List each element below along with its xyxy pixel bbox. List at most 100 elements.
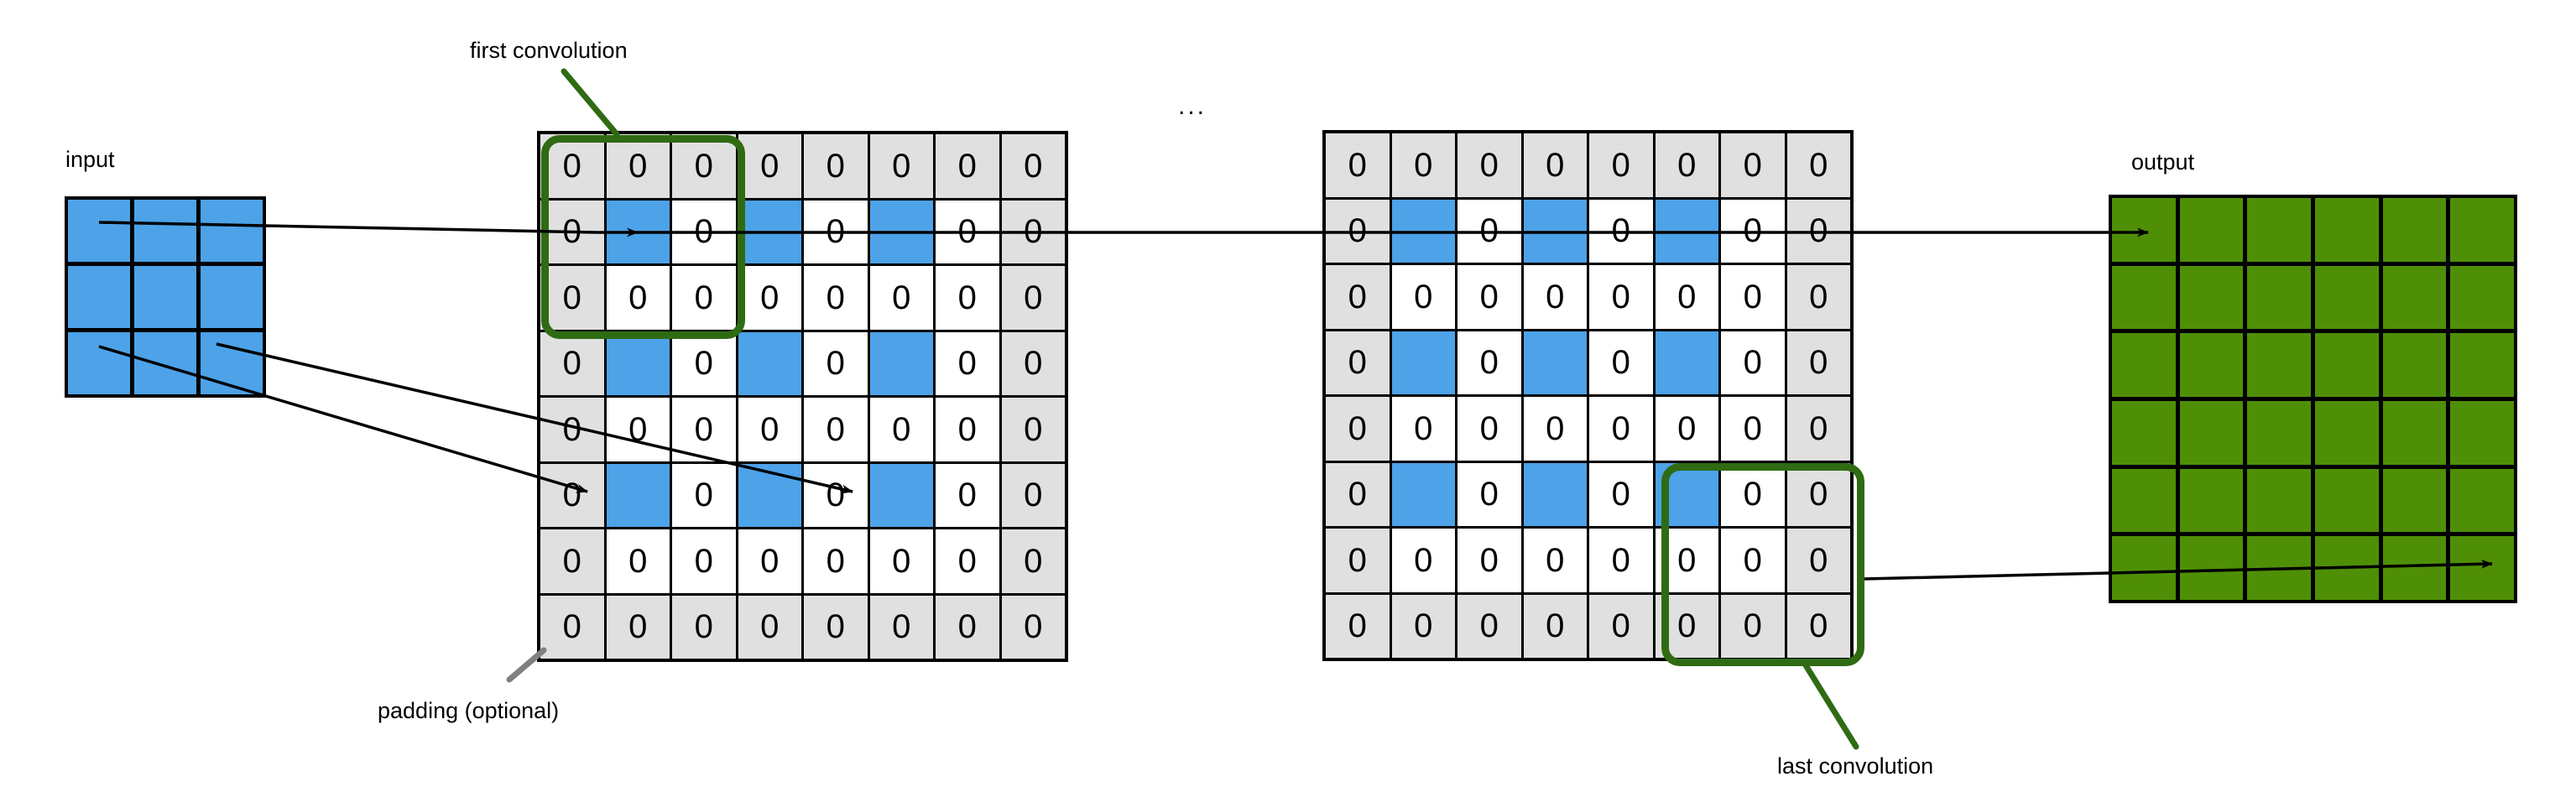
feature-map-2-cell-r3-c5: [1655, 331, 1718, 394]
feature-map-1-cell-r5-c1: [606, 463, 670, 527]
feature-map-2-cell-r6-c1: 0: [1391, 529, 1455, 592]
feature-map-1-cell-r1-c5: [869, 200, 933, 263]
output-cell-r3-c0: [2112, 400, 2176, 465]
feature-map-1-cell-r7-c5: 0: [869, 595, 933, 659]
feature-map-1-cell-r3-c0: 0: [540, 331, 604, 395]
feature-map-1-cell-r3-c6: 0: [936, 331, 999, 395]
feature-map-1-cell-r6-c5: 0: [869, 529, 933, 593]
feature-map-1-cell-r3-c2: 0: [672, 331, 736, 395]
output-cell-r5-c1: [2179, 536, 2244, 600]
feature-map-1-cell-r7-c7: 0: [1001, 595, 1065, 659]
feature-map-2-cell-r2-c6: 0: [1721, 265, 1785, 329]
input-grid: [65, 196, 266, 398]
output-cell-r2-c5: [2450, 333, 2514, 397]
feature-map-2-cell-r5-c0: 0: [1326, 462, 1390, 526]
feature-map-1-cell-r6-c0: 0: [540, 529, 604, 593]
feature-map-1-cell-r5-c5: [869, 463, 933, 527]
feature-map-2-cell-r7-c2: 0: [1457, 594, 1521, 658]
feature-map-2-cell-r0-c7: 0: [1786, 133, 1850, 197]
feature-map-1-cell-r3-c4: 0: [804, 331, 868, 395]
feature-map-2-cell-r0-c3: 0: [1523, 133, 1587, 197]
feature-map-1-cell-r7-c4: 0: [804, 595, 868, 659]
output-cell-r3-c3: [2314, 400, 2379, 465]
feature-map-1-cell-r1-c2: 0: [672, 200, 736, 263]
feature-map-2-cell-r1-c2: 0: [1457, 199, 1521, 263]
output-cell-r3-c5: [2450, 400, 2514, 465]
output-cell-r4-c2: [2247, 468, 2311, 533]
input-cell-r1-c1: [134, 266, 196, 328]
feature-map-2-cell-r1-c6: 0: [1721, 199, 1785, 263]
feature-map-2-cell-r4-c5: 0: [1655, 397, 1718, 461]
feature-map-2-cell-r7-c5: 0: [1655, 594, 1718, 658]
output-label: output: [2131, 149, 2195, 175]
feature-map-1-cell-r1-c7: 0: [1001, 200, 1065, 263]
feature-map-1-cell-r6-c6: 0: [936, 529, 999, 593]
input-cell-r1-c0: [68, 266, 130, 328]
feature-map-1-cell-r1-c6: 0: [936, 200, 999, 263]
feature-map-1-cell-r1-c3: [738, 200, 801, 263]
feature-map-2-cell-r6-c3: 0: [1523, 529, 1587, 592]
output-cell-r5-c2: [2247, 536, 2311, 600]
feature-map-2-cell-r4-c1: 0: [1391, 397, 1455, 461]
leader-last-convolution: [1802, 662, 1859, 750]
feature-map-1-cell-r3-c7: 0: [1001, 331, 1065, 395]
feature-map-2-cell-r5-c5: [1655, 462, 1718, 526]
output-cell-r5-c3: [2314, 536, 2379, 600]
feature-map-1-cell-r0-c5: 0: [869, 134, 933, 198]
feature-map-2-cell-r4-c2: 0: [1457, 397, 1521, 461]
feature-map-2-cell-r3-c4: 0: [1589, 331, 1653, 394]
feature-map-2-cell-r4-c0: 0: [1326, 397, 1390, 461]
output-cell-r0-c2: [2247, 198, 2311, 262]
feature-map-2-cell-r5-c7: 0: [1786, 462, 1850, 526]
output-cell-r4-c3: [2314, 468, 2379, 533]
feature-map-1-cell-r1-c4: 0: [804, 200, 868, 263]
feature-map-1-cell-r2-c5: 0: [869, 266, 933, 330]
feature-map-1-cell-r2-c4: 0: [804, 266, 868, 330]
ellipsis-label: ...: [1178, 92, 1207, 120]
feature-map-1-cell-r2-c7: 0: [1001, 266, 1065, 330]
feature-map-2-cell-r3-c1: [1391, 331, 1455, 394]
feature-map-2-cell-r0-c6: 0: [1721, 133, 1785, 197]
feature-map-2-cell-r3-c7: 0: [1786, 331, 1850, 394]
feature-map-1-cell-r6-c7: 0: [1001, 529, 1065, 593]
output-cell-r1-c4: [2382, 265, 2447, 330]
feature-map-2-cell-r5-c2: 0: [1457, 462, 1521, 526]
feature-map-1-cell-r1-c1: [606, 200, 670, 263]
output-cell-r4-c5: [2450, 468, 2514, 533]
feature-map-1-cell-r0-c4: 0: [804, 134, 868, 198]
feature-map-1-cell-r2-c2: 0: [672, 266, 736, 330]
feature-map-1-cell-r5-c6: 0: [936, 463, 999, 527]
feature-map-1-cell-r7-c1: 0: [606, 595, 670, 659]
feature-map-2-cell-r7-c7: 0: [1786, 594, 1850, 658]
feature-map-1-cell-r5-c3: [738, 463, 801, 527]
feature-map-1-cell-r7-c6: 0: [936, 595, 999, 659]
feature-map-2-cell-r6-c5: 0: [1655, 529, 1718, 592]
feature-map-2-cell-r2-c5: 0: [1655, 265, 1718, 329]
input-cell-r2-c0: [68, 332, 130, 394]
feature-map-2-cell-r1-c4: 0: [1589, 199, 1653, 263]
feature-map-2-cell-r7-c0: 0: [1326, 594, 1390, 658]
output-cell-r1-c1: [2179, 265, 2244, 330]
feature-map-2-cell-r4-c4: 0: [1589, 397, 1653, 461]
feature-map-2-cell-r0-c4: 0: [1589, 133, 1653, 197]
feature-map-2-cell-r1-c3: [1523, 199, 1587, 263]
output-cell-r4-c4: [2382, 468, 2447, 533]
output-cell-r3-c1: [2179, 400, 2244, 465]
output-cell-r0-c3: [2314, 198, 2379, 262]
feature-map-1-cell-r4-c4: 0: [804, 398, 868, 461]
feature-map-2-cell-r5-c4: 0: [1589, 462, 1653, 526]
feature-map-2-cell-r0-c2: 0: [1457, 133, 1521, 197]
feature-map-2-cell-r2-c0: 0: [1326, 265, 1390, 329]
feature-map-1-cell-r0-c2: 0: [672, 134, 736, 198]
feature-map-1-cell-r0-c1: 0: [606, 134, 670, 198]
feature-map-2-cell-r3-c0: 0: [1326, 331, 1390, 394]
feature-map-1-cell-r4-c7: 0: [1001, 398, 1065, 461]
output-cell-r1-c5: [2450, 265, 2514, 330]
feature-map-1-cell-r1-c0: 0: [540, 200, 604, 263]
feature-map-2-cell-r6-c7: 0: [1786, 529, 1850, 592]
feature-map-1-cell-r4-c1: 0: [606, 398, 670, 461]
feature-map-1-cell-r4-c3: 0: [738, 398, 801, 461]
feature-map-1-cell-r3-c5: [869, 331, 933, 395]
feature-map-1-cell-r6-c4: 0: [804, 529, 868, 593]
